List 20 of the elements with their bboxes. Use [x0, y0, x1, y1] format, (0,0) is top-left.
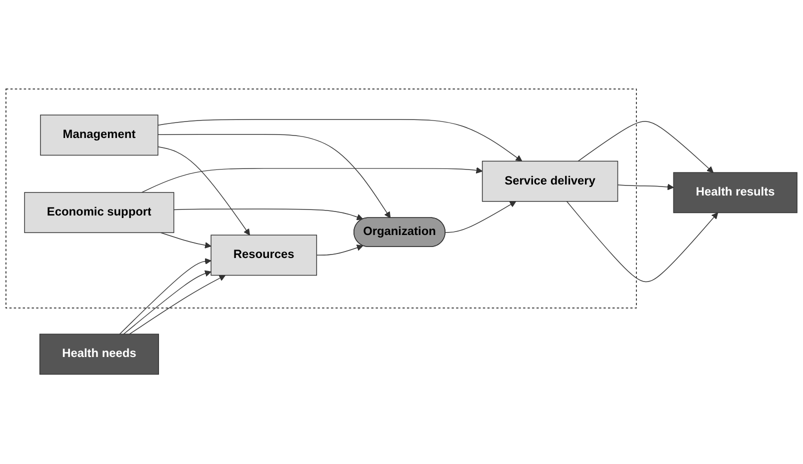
node-box: Service delivery: [482, 161, 618, 202]
arrow: [119, 258, 212, 335]
arrow: [316, 244, 364, 256]
arrow: [123, 270, 212, 335]
arrow: [129, 275, 226, 335]
arrow: [158, 146, 250, 236]
node-box: Health results: [673, 172, 798, 214]
arrow: [578, 121, 714, 174]
arrow: [158, 119, 522, 162]
arrow: [617, 184, 674, 191]
arrow: [566, 201, 718, 282]
node-box: Health needs: [39, 334, 159, 376]
arrow: [173, 209, 364, 221]
arrow: [445, 201, 516, 234]
node-box: Management: [40, 115, 158, 156]
arrow: [141, 167, 483, 194]
node-box: Resources: [210, 235, 318, 276]
node-box: Economic support: [24, 192, 174, 234]
arrow: [158, 134, 391, 219]
cluster: [6, 88, 637, 309]
